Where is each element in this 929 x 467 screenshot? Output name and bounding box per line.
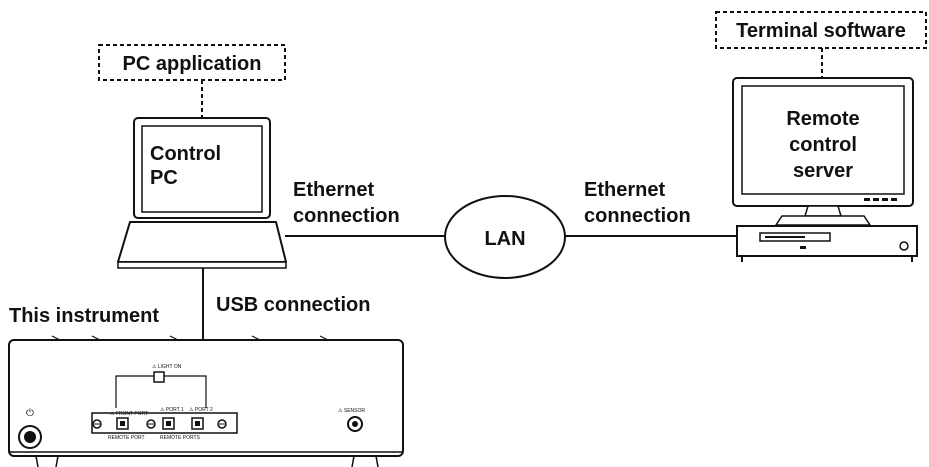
power-button[interactable] [18, 425, 42, 449]
usb-port-2[interactable] [162, 417, 175, 430]
terminal-software-box: Terminal software [715, 11, 927, 49]
instrument-front-panel: ⏻ ⚠ LIGHT ON ⚠ FRONT PORT REMOTE PORT ⚠ … [8, 335, 404, 467]
usb-connection-label: USB connection [216, 294, 370, 316]
svg-text:REMOTE PORTS: REMOTE PORTS [160, 435, 201, 441]
this-instrument-label: This instrument [9, 305, 159, 327]
svg-text:⚠ LIGHT ON: ⚠ LIGHT ON [152, 364, 182, 370]
ethernet-right-label-line2: connection [584, 205, 691, 227]
ethernet-left-label-line1: Ethernet [293, 179, 374, 201]
lan-label: LAN [484, 228, 525, 250]
svg-text:⚠ PORT 1: ⚠ PORT 1 [160, 407, 184, 413]
remote-server-label-line1: Remote [786, 108, 859, 130]
power-symbol-icon: ⏻ [26, 408, 34, 419]
terminal-software-label: Terminal software [736, 20, 906, 42]
svg-text:⚠ FRONT PORT: ⚠ FRONT PORT [110, 411, 148, 417]
center-indicator [153, 371, 165, 383]
remote-server-label-line2: control [789, 134, 857, 156]
control-pc-label-line2: PC [150, 167, 178, 189]
ethernet-right-label-line1: Ethernet [584, 179, 665, 201]
svg-text:REMOTE PORT: REMOTE PORT [108, 435, 145, 441]
control-pc-laptop: Control PC [117, 117, 287, 269]
remote-server-label-line3: server [793, 160, 853, 182]
usb-port-1[interactable] [116, 417, 129, 430]
control-pc-label-line1: Control [150, 143, 221, 165]
svg-text:⚠ SENSOR: ⚠ SENSOR [338, 408, 365, 414]
svg-text:⚠ PORT 2: ⚠ PORT 2 [189, 407, 213, 413]
usb-port-3[interactable] [191, 417, 204, 430]
lan-node: LAN [444, 195, 566, 279]
pc-application-label: PC application [123, 53, 262, 75]
pc-application-box: PC application [98, 44, 286, 81]
right-connector[interactable] [347, 416, 363, 432]
ethernet-left-label-line2: connection [293, 205, 400, 227]
remote-server-desktop: Remote control server [732, 77, 918, 262]
